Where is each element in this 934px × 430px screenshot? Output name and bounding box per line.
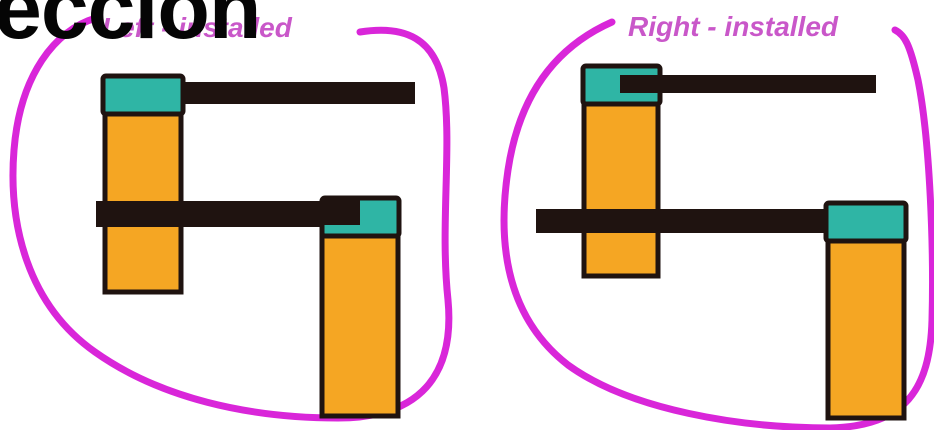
left-lower-post [322, 230, 398, 416]
left-upper-cap [103, 76, 183, 114]
left-panel [13, 18, 449, 418]
right-lower-arm [536, 209, 832, 233]
right-lower-post [828, 238, 904, 418]
left-upper-post [105, 100, 181, 292]
right-upper-arm [620, 75, 876, 93]
right-upper-post [584, 96, 658, 276]
right-lower-cap [826, 203, 906, 241]
right-installed-label: Right - installed [628, 13, 838, 41]
page-heading: ección [0, 0, 260, 52]
left-upper-arm [178, 82, 415, 104]
right-panel [504, 22, 932, 428]
